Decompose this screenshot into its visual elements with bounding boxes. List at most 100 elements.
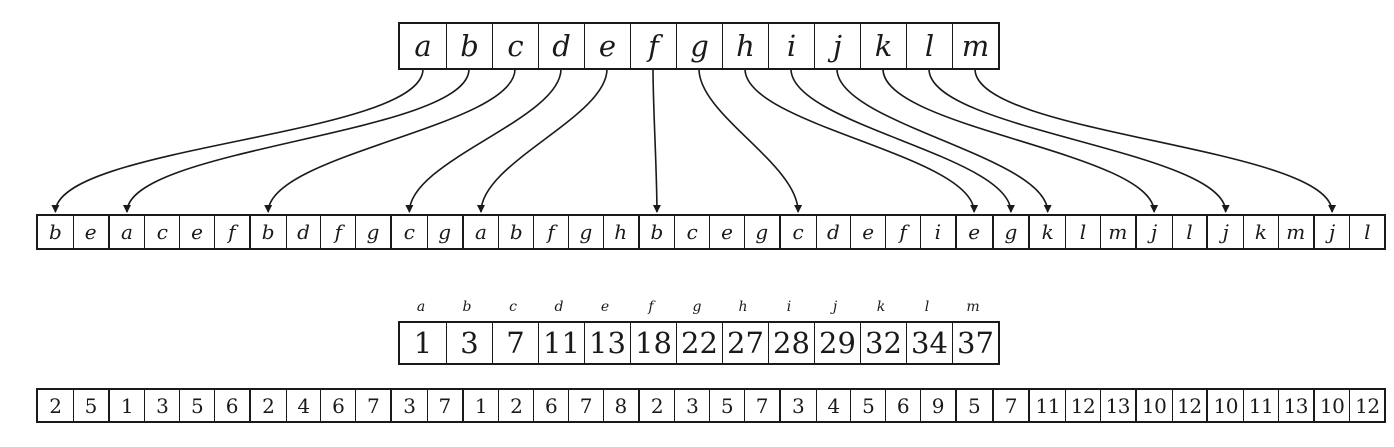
adjacency-number-cell: 11 [1243,390,1278,421]
arrow-i [790,68,1015,213]
arrow-g [698,68,803,213]
adjacency-letter-cell: l [1349,216,1384,248]
index-cell: 3 [446,323,492,363]
index-cell: 37 [952,323,998,363]
vertex-cell: m [952,24,998,68]
index-label: g [692,299,702,315]
index-cell: 11 [538,323,584,363]
adjacency-number-cell: 2 [262,393,275,418]
index-cell: 18 [630,323,676,363]
index-label: d [554,299,564,315]
adjacency-number-cell: 10 [1141,393,1167,418]
adjacency-number-cell: 4 [285,390,321,421]
adjacency-number-cell: 8 [602,390,638,421]
vertex-cell: i [768,24,814,68]
adjacency-number-cell: 11 [1035,393,1060,418]
adjacency-letter-cell: j [1328,220,1336,244]
adjacency-number-cell: 1 [474,393,488,418]
index-cell: 32 [860,323,906,363]
adjacency-letter-cell: f [213,216,249,248]
arrow-a [51,68,424,213]
adjacency-letter-cell: j [1222,220,1229,244]
index-cell: 34 [906,323,952,363]
adjacency-number-cell: 3 [792,393,805,418]
adjacency-number-cell: 9 [919,390,955,421]
adjacency-letter-cell: e [968,220,981,244]
adjacency-number-cell: 6 [885,390,920,421]
index-label: a [416,299,426,315]
adjacency-number-cell: 12 [1349,390,1384,421]
index-label: e [600,299,610,315]
adjacency-letter-cell: g [567,216,603,248]
adjacency-letter-cell: e [179,216,214,248]
adjacency-number-cell: 7 [743,390,779,421]
index-label: b [462,299,472,315]
adjacency-letter-cell: c [792,220,804,244]
vertex-cell: l [906,24,952,68]
adjacency-letter-cell: f [533,216,568,248]
letter-group-h: e [954,214,994,250]
vertex-cell: j [814,24,860,68]
adjacency-letter-cell: a [121,220,133,244]
adjacency-letter-cell: j [1151,220,1158,244]
vertex-cell: f [630,24,676,68]
index-label: k [876,299,886,315]
vertex-cell: e [584,24,630,68]
adjacency-letter-cell: g [1004,220,1018,244]
index-label: c [509,299,517,315]
arrow-m [974,68,1337,213]
index-label: l [924,299,930,315]
arrow-l [928,68,1230,213]
adjacency-number-cell: 13 [1277,390,1313,421]
adjacency-letter-cell: b [48,220,62,244]
adjacency-letter-cell: g [743,216,779,248]
adjacency-number-cell: 7 [426,390,462,421]
adjacency-letter-cell: e [709,216,744,248]
adjacency-number-cell: 3 [403,393,416,418]
index-cell: 22 [676,323,722,363]
adjacency-number-cell: 7 [355,390,390,421]
adjacency-number-cell: 5 [709,390,744,421]
vertex-cell: c [492,24,538,68]
adjacency-letter-cell: l [1171,216,1207,248]
adjacency-letter-cell: g [355,216,390,248]
adjacency-number-cell: 12 [1065,390,1100,421]
number-group-h: 5 [954,388,994,423]
vertex-cell: a [414,29,432,63]
adjacency-letter-cell: k [1041,220,1054,244]
adjacency-number-cell: 6 [533,390,568,421]
adjacency-letter-cell: b [498,216,533,248]
vertex-cell: d [538,24,584,68]
adjacency-letter-cell: g [426,216,462,248]
adjacency-number-cell: 2 [49,393,62,418]
vertex-cell: h [722,24,768,68]
vertex-cell: k [860,24,906,68]
index-cell: 13 [584,323,630,363]
adjacency-number-cell: 5 [968,393,981,418]
adjacency-letter-cell: a [474,220,487,244]
adjacency-number-cell: 6 [320,390,355,421]
adjacency-number-cell: 7 [567,390,603,421]
adjacency-letter-cell: c [674,216,709,248]
letter-group-i: g [991,214,1031,250]
adjacency-letter-cell: e [850,216,885,248]
index-cell: 27 [722,323,768,363]
